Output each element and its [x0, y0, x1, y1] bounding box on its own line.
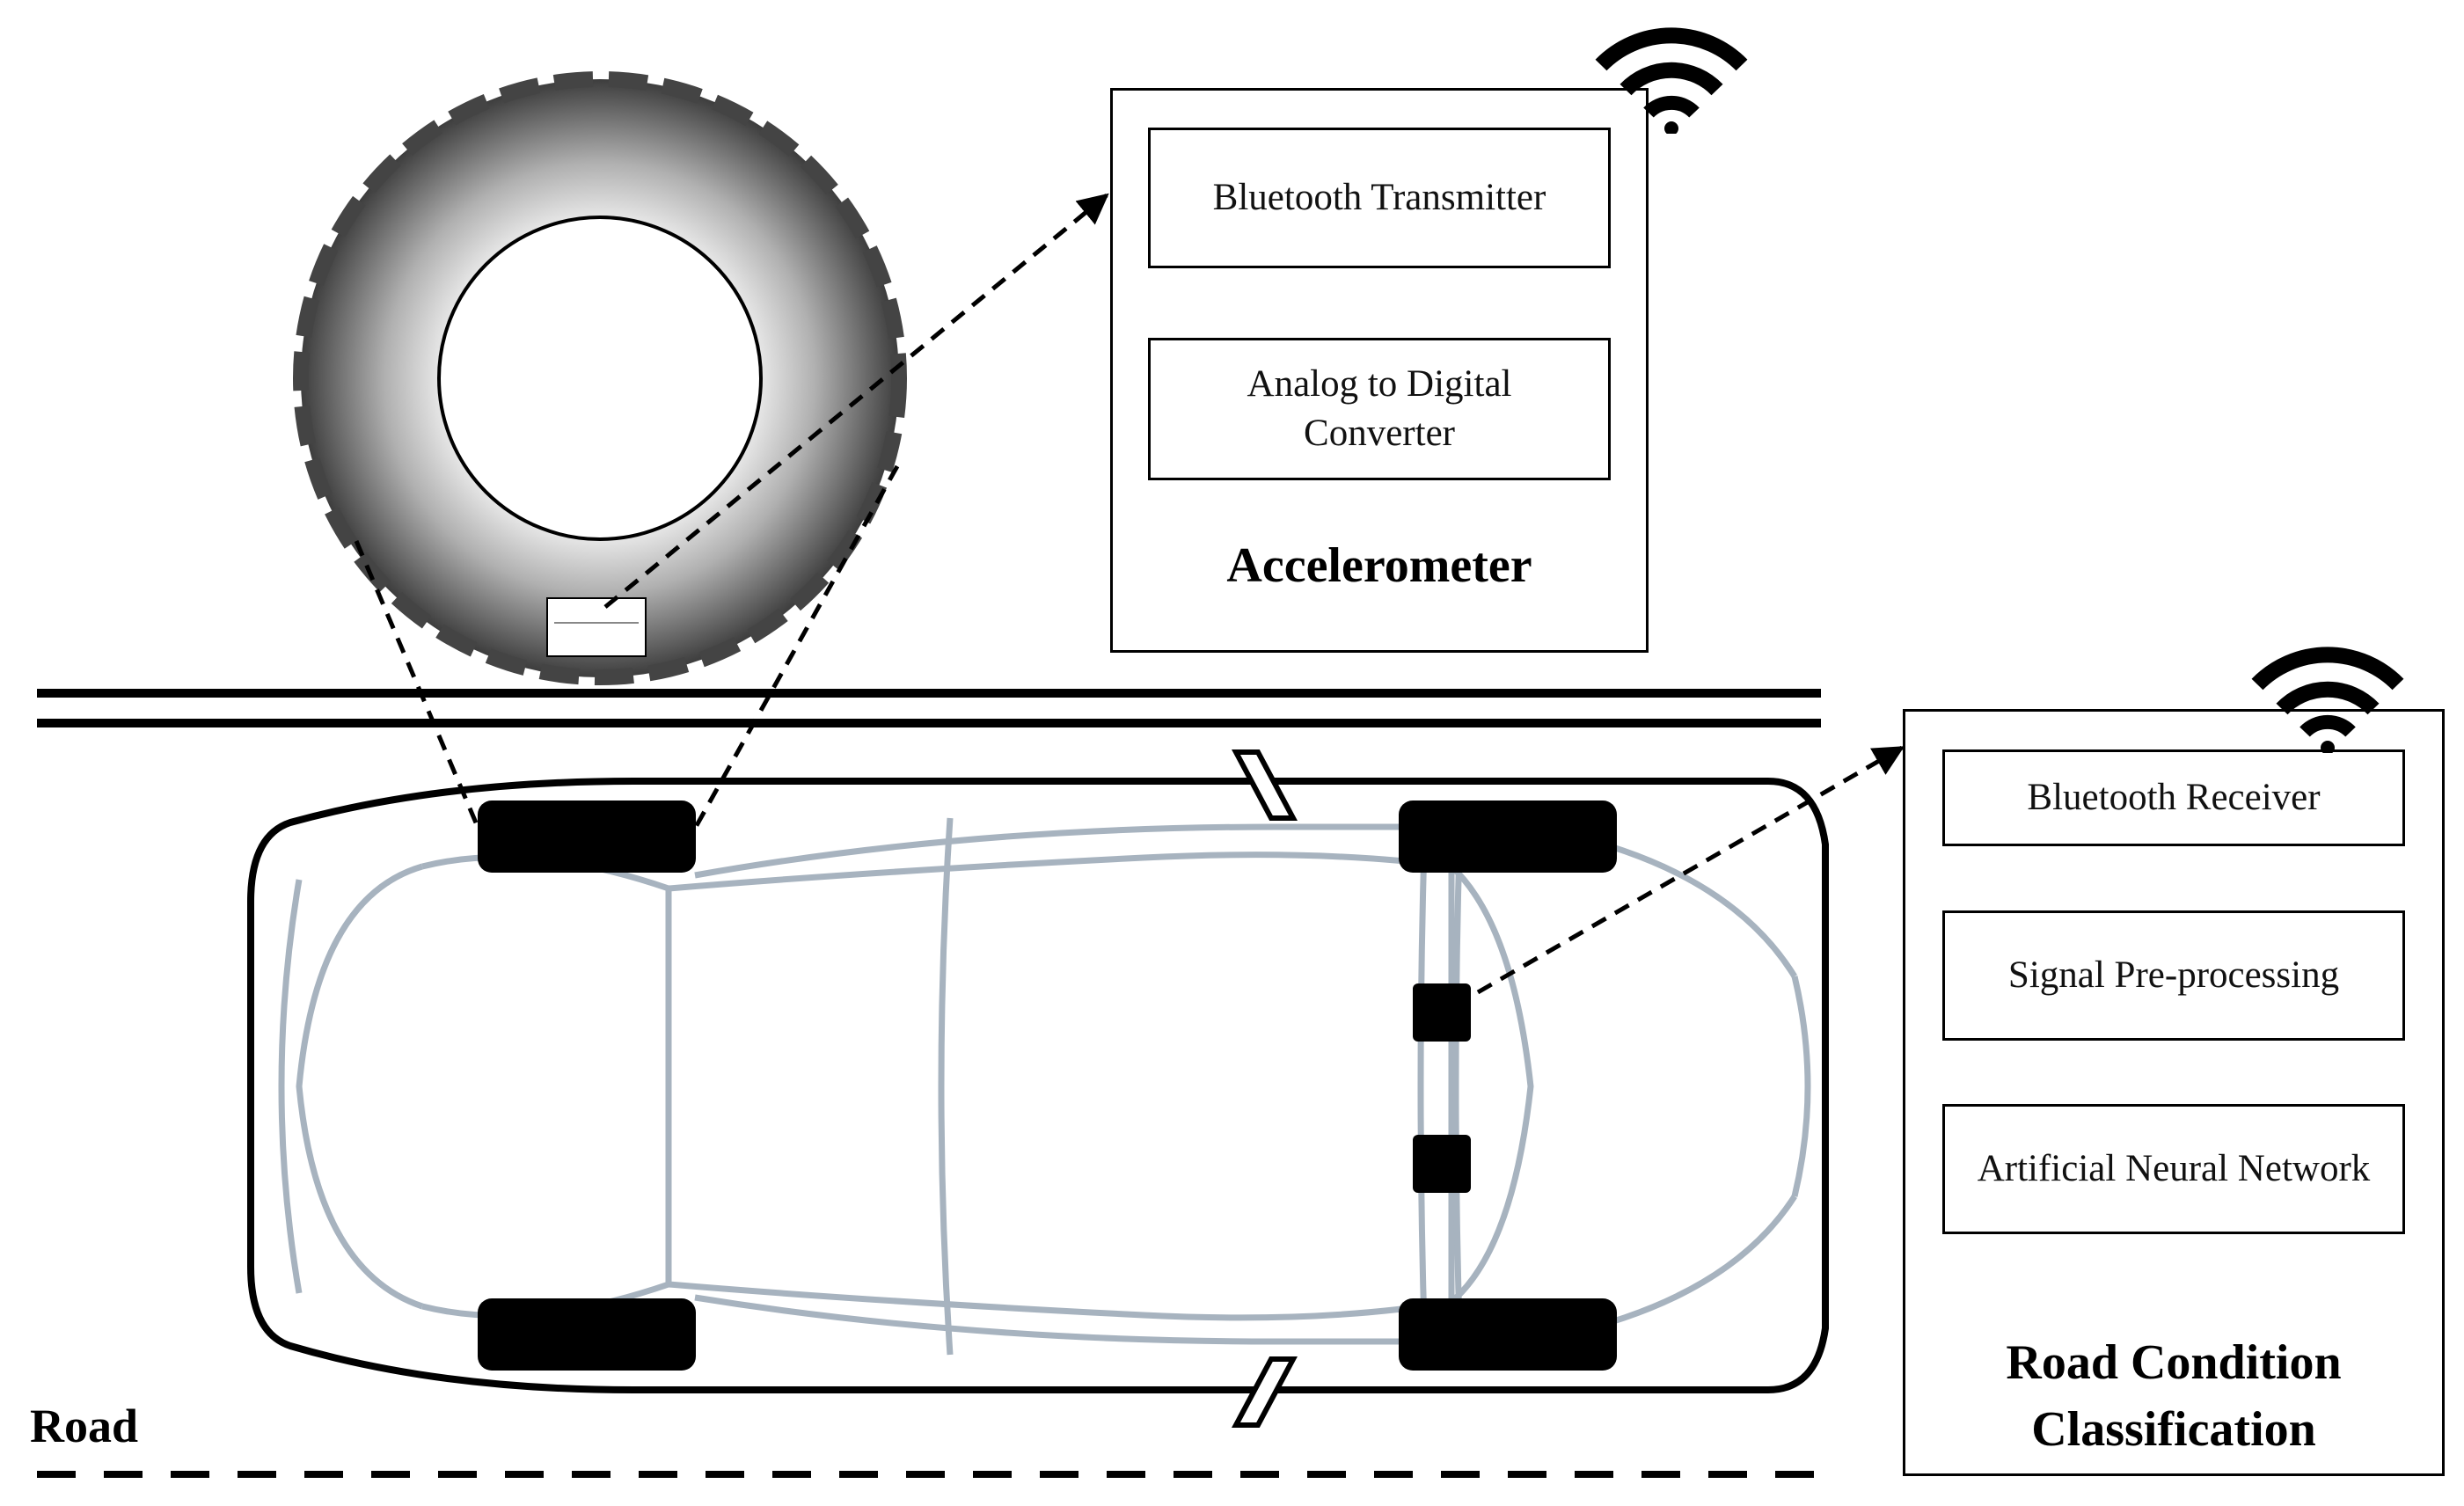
classification-title-line1: Road Condition: [2006, 1335, 2342, 1390]
sensor-to-accelerometer-arrow: [603, 193, 1109, 609]
classification-title-line2: Classification: [2031, 1401, 2316, 1457]
processor-unit: [1413, 1135, 1471, 1193]
signal-preprocessing-block: Signal Pre-processing: [1942, 910, 2405, 1041]
accelerometer-title: Accelerometer: [1226, 538, 1532, 593]
wheel-rear-right: [478, 1298, 696, 1371]
wheel-front-right: [1399, 1298, 1617, 1371]
road-edge-lines: [37, 689, 1821, 727]
adc-block: Analog to Digital Converter: [1148, 338, 1611, 480]
tire-sensor-module: [546, 597, 647, 657]
classification-title: Road Condition Classification: [1903, 1330, 2445, 1463]
car-icon: [247, 749, 1829, 1428]
bluetooth-receiver-block: Bluetooth Receiver: [1942, 749, 2405, 846]
wifi-icon: [1595, 27, 1748, 134]
ann-block: Artificial Neural Network: [1942, 1104, 2405, 1234]
tire-icon: [293, 71, 907, 685]
wheel-front-left: [1399, 801, 1617, 873]
receiver-unit: [1413, 983, 1471, 1042]
zoom-lines: [354, 464, 900, 829]
bluetooth-transmitter-block: Bluetooth Transmitter: [1148, 128, 1611, 268]
wifi-icon: [2251, 647, 2404, 753]
unit-to-classification-arrow: [1476, 745, 1905, 995]
wheel-rear-left: [478, 801, 696, 873]
road-label: Road: [30, 1400, 139, 1452]
